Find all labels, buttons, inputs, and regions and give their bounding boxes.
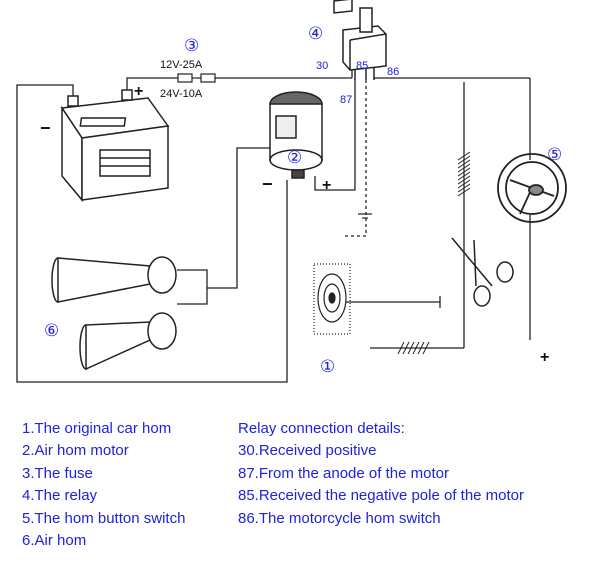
wires bbox=[16, 70, 531, 383]
wiring-diagram: ③ ④ ② ⑤ ⑥ ① 12V-25A 24V-10A 30 85 86 87 … bbox=[16, 0, 567, 383]
legend-item: 1.The original car hom bbox=[22, 420, 172, 437]
relay bbox=[333, 0, 387, 80]
air-horns bbox=[51, 256, 177, 371]
relay-marker: ④ bbox=[308, 24, 323, 43]
legend-item: 5.The hom button switch bbox=[22, 509, 186, 527]
relay-connection-legend: Relay connection details: 30.Received po… bbox=[238, 418, 524, 530]
original-horn bbox=[313, 263, 351, 335]
fuse bbox=[177, 73, 216, 83]
horn-wire bbox=[207, 147, 270, 289]
air-horn-marker: ⑥ bbox=[44, 321, 59, 340]
relay-pin-85: 85 bbox=[356, 60, 368, 72]
legend-item: 85.Received the negative pole of the mot… bbox=[238, 487, 525, 505]
legend-item: 6.Air hom bbox=[22, 532, 87, 550]
relay-pin-30: 30 bbox=[316, 60, 328, 72]
fuse-marker: ③ bbox=[184, 36, 199, 55]
battery-minus-sign: − bbox=[40, 118, 51, 138]
legend-item: 2.Air hom motor bbox=[22, 442, 129, 460]
air-horn-motor bbox=[269, 91, 323, 179]
cut-hatch-marks bbox=[397, 151, 471, 355]
original-horn-marker: ① bbox=[320, 357, 335, 376]
motor-minus-sign: − bbox=[262, 174, 273, 194]
steering-wheel-icon bbox=[497, 153, 567, 223]
motor-marker: ② bbox=[287, 148, 302, 167]
relay-pin-86: 86 bbox=[387, 66, 399, 78]
switch-marker: ⑤ bbox=[547, 145, 562, 164]
fuse-label-12v: 12V-25A bbox=[160, 59, 203, 71]
switch-plus-sign: + bbox=[540, 349, 549, 366]
relay-87-wire bbox=[314, 80, 356, 191]
battery bbox=[60, 89, 170, 203]
ground-symbol bbox=[358, 213, 372, 219]
legend-item: 86.The motorcycle hom switch bbox=[238, 509, 441, 527]
motor-plus-sign: + bbox=[322, 177, 331, 194]
legend-heading: Relay connection details: bbox=[238, 420, 405, 437]
legend-item: 3.The fuse bbox=[22, 464, 93, 482]
battery-negative-wire bbox=[16, 84, 288, 383]
fuse-label-24v: 24V-10A bbox=[160, 88, 203, 100]
legend-item: 4.The relay bbox=[22, 487, 98, 505]
legend-item: 30.Received positive bbox=[238, 442, 377, 460]
relay-pin-87: 87 bbox=[340, 94, 352, 106]
scissors-icon bbox=[451, 237, 514, 307]
components-legend: 1.The original car hom 2.Air hom motor 3… bbox=[22, 418, 185, 552]
legend-item: 87.From the anode of the motor bbox=[238, 464, 449, 482]
battery-plus-sign: + bbox=[134, 83, 143, 100]
